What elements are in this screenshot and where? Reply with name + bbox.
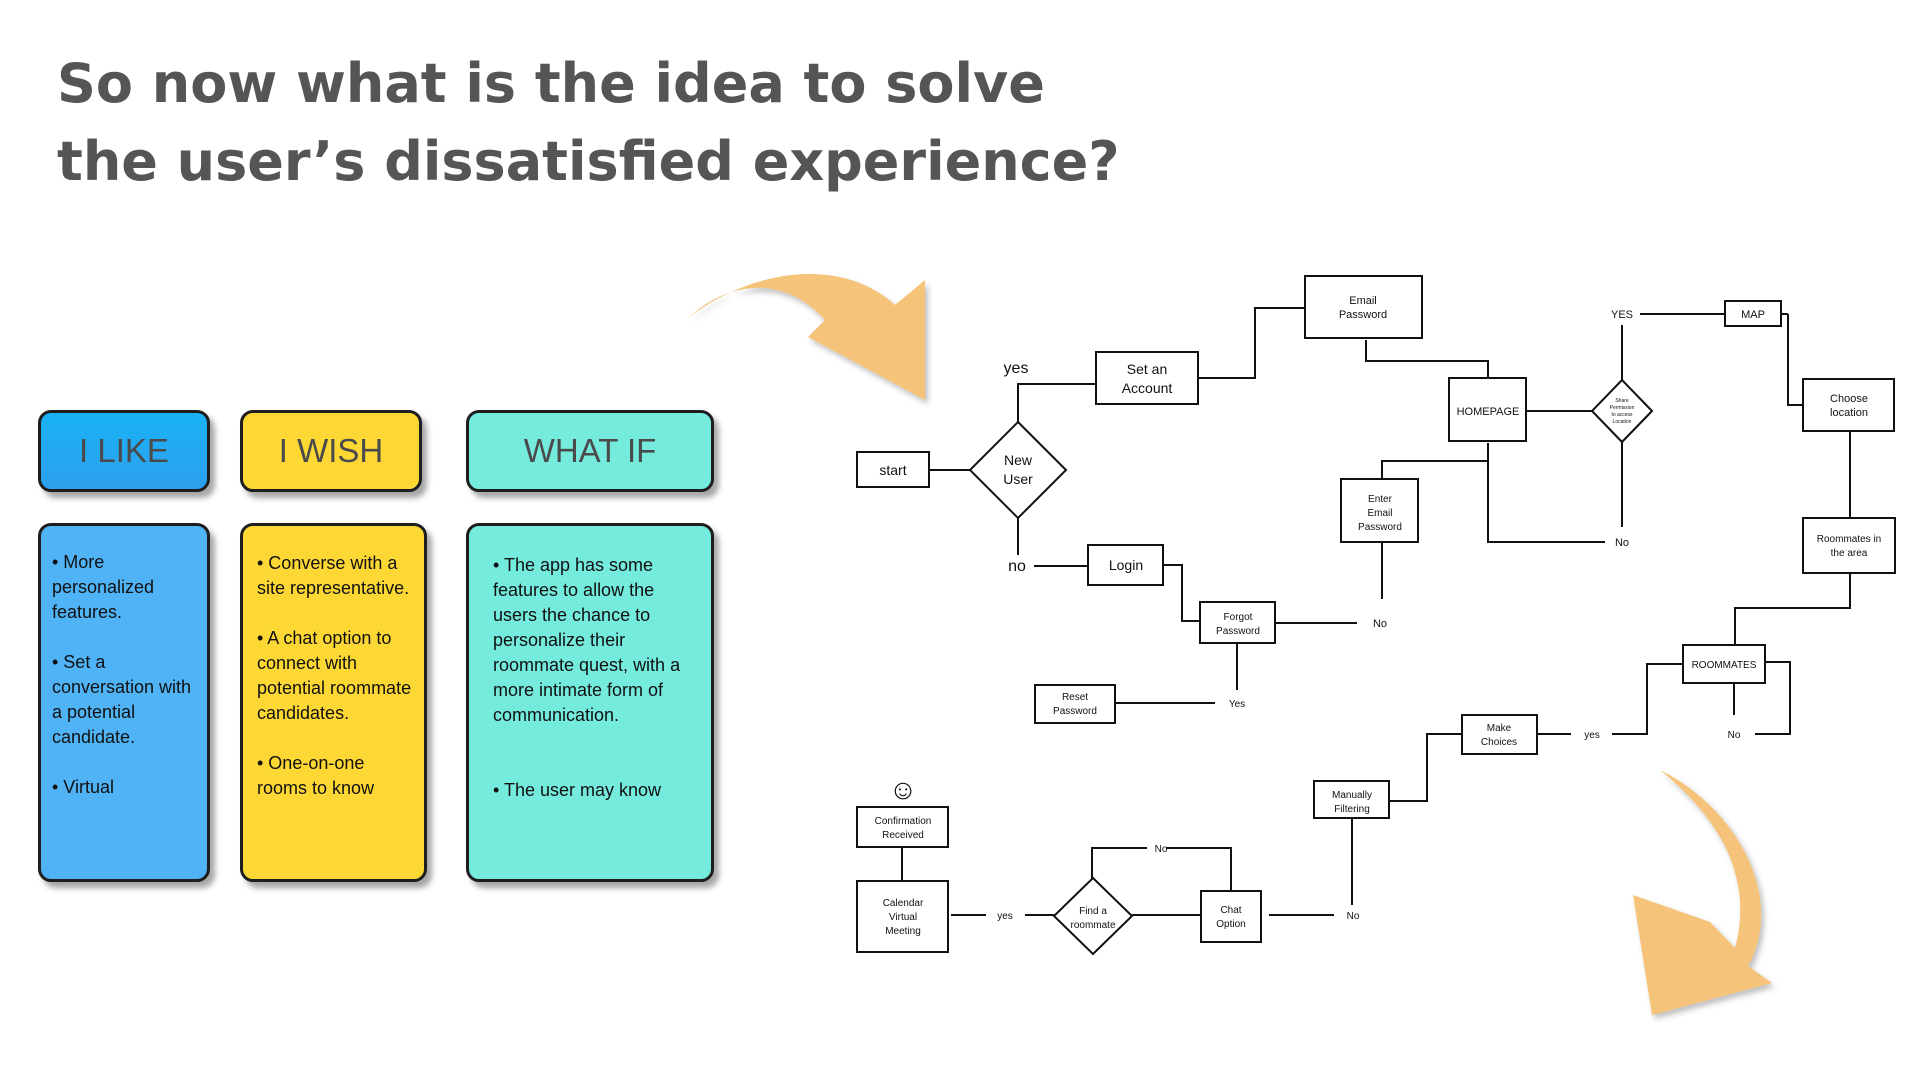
smiley-icon: ☺ [889,774,918,805]
share-permission-text-4: Location [1613,419,1632,425]
no-roommates-label: No [1728,730,1741,741]
no-chat-top-label: No [1155,844,1168,855]
roommates-text: ROOMMATES [1692,660,1757,671]
calendar-text-1: Calendar [883,898,924,909]
make-choices-text-2: Choices [1481,737,1517,748]
chat-option-text-2: Option [1216,919,1245,930]
map-text: MAP [1741,309,1765,321]
choose-location-box [1803,379,1894,431]
share-permission-text-1: Share [1615,398,1629,404]
make-choices-box [1462,715,1537,754]
login-text: Login [1109,557,1143,573]
confirmation-text-1: Confirmation [875,816,932,827]
share-permission-diamond [1592,380,1652,442]
enter-email-text-2: Email [1367,508,1392,519]
manually-filtering-text-1: Manually [1332,790,1372,801]
choose-location-text-2: location [1830,407,1868,419]
yes-calendar-label: yes [997,911,1013,922]
enter-email-text-3: Password [1358,522,1402,533]
forgot-password-text-2: Password [1216,626,1260,637]
roommates-area-box [1803,518,1895,573]
email-password-text-2: Password [1339,309,1387,321]
set-account-box [1096,352,1198,404]
reset-password-text-1: Reset [1062,692,1088,703]
new-user-text-1: New [1004,452,1033,468]
flow-boxes [857,276,1895,954]
set-account-text-2: Account [1122,380,1173,396]
set-account-text-1: Set an [1127,361,1167,377]
choose-location-text-1: Choose [1830,393,1868,405]
new-user-diamond [970,422,1066,518]
email-password-text-1: Email [1349,295,1377,307]
yes-top-label: yes [1004,360,1029,377]
homepage-text: HOMEPAGE [1457,406,1520,418]
chat-option-box [1201,891,1261,942]
roommates-area-text-2: the area [1831,548,1868,559]
manually-filtering-text-2: Filtering [1334,804,1370,815]
new-user-text-2: User [1003,471,1033,487]
forgot-password-text-1: Forgot [1224,612,1253,623]
no-enter-label: No [1373,618,1387,630]
share-permission-text-3: to access [1611,412,1633,418]
find-roommate-text-1: Find a [1079,906,1107,917]
share-permission-text-2: Permission [1610,405,1635,411]
yes-map-label: YES [1611,309,1633,321]
flow-node-text: start New User Set an Account Email Pass… [875,295,1882,937]
confirmation-box [857,807,948,847]
reset-password-text-2: Password [1053,706,1097,717]
enter-email-text-1: Enter [1368,494,1393,505]
confirmation-text-2: Received [882,830,924,841]
no-left-label: no [1008,558,1026,575]
no-chat-right-label: No [1347,911,1360,922]
chat-option-text-1: Chat [1220,905,1241,916]
calendar-text-3: Meeting [885,926,921,937]
calendar-text-2: Virtual [889,912,917,923]
find-roommate-text-2: roommate [1070,920,1115,931]
connector-lines [902,308,1850,915]
yes-choices-label: yes [1584,730,1600,741]
no-share-label: No [1615,537,1629,549]
reset-password-box [1035,685,1115,723]
email-password-box [1305,276,1422,338]
yes-forgot-label: Yes [1229,699,1245,710]
make-choices-text-1: Make [1487,723,1512,734]
roommates-area-text-1: Roommates in [1817,534,1881,545]
start-text: start [879,462,906,478]
